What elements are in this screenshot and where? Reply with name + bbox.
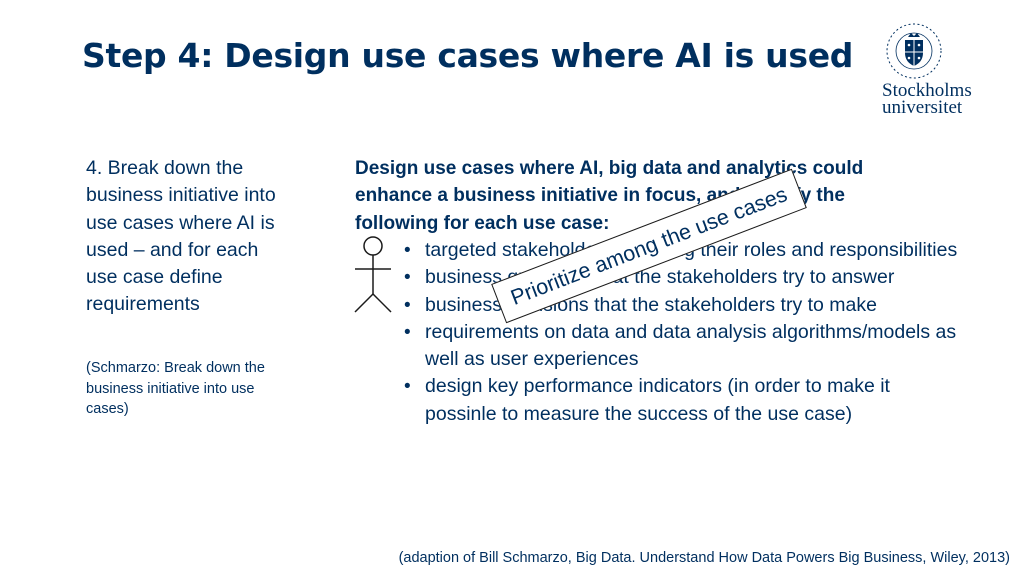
university-seal-icon xyxy=(886,23,942,79)
stick-figure-icon xyxy=(354,236,392,313)
step-description: 4. Break down the business initiative in… xyxy=(86,157,276,316)
list-item: business decisions that the stakeholders… xyxy=(404,292,964,320)
university-logo: Stockholms universitet xyxy=(878,22,998,122)
logo-line-2: universitet xyxy=(882,97,963,118)
citation: (adaption of Bill Schmarzo, Big Data. Un… xyxy=(398,550,1010,566)
step-note: (Schmarzo: Break down the business initi… xyxy=(86,360,265,417)
main-heading: Design use cases where AI, big data and … xyxy=(355,158,864,234)
list-item: requirements on data and data analysis a… xyxy=(404,319,964,374)
requirements-list: targeted stakeholders including their ro… xyxy=(404,237,964,428)
logo-line-1: Stockholms xyxy=(882,80,972,101)
slide-title: Step 4: Design use cases where AI is use… xyxy=(82,36,854,75)
list-item: business questions that the stakeholders… xyxy=(404,264,964,292)
list-item: design key performance indicators (in or… xyxy=(404,373,964,428)
